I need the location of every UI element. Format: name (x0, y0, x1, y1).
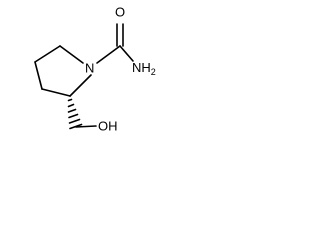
ring-bond-n1-c2 (69, 74, 92, 97)
bond-ch2-hydroxyl (75, 125, 97, 128)
hydroxyl-label: OH (98, 118, 118, 133)
amide-subscript-text: 2 (151, 67, 156, 77)
hash-line (67, 108, 77, 113)
ring-nitrogen-label: N (85, 60, 94, 75)
oxygen-label: O (115, 4, 125, 19)
hash-line (68, 118, 81, 124)
ring-bond-c4-c5 (34, 45, 61, 63)
amide-nitrogen-label: NH2 (132, 60, 156, 77)
pyrrolidine-carboxamide-structure: O N NH2 OH (34, 4, 156, 133)
hashed-wedge-stereo-bond (67, 98, 83, 130)
amide-nh-text: NH (132, 60, 151, 75)
bond-n1-carbonyl-carbon (96, 45, 121, 64)
bond-carbonyl-amide-nitrogen (119, 45, 134, 62)
ring-bond-c2-c3 (41, 88, 71, 97)
hash-line (68, 113, 79, 119)
hash-line (67, 98, 73, 102)
hash-line (67, 103, 75, 108)
ring-bond-c5-n1 (59, 45, 84, 64)
ring-bond-c3-c4 (34, 61, 43, 90)
